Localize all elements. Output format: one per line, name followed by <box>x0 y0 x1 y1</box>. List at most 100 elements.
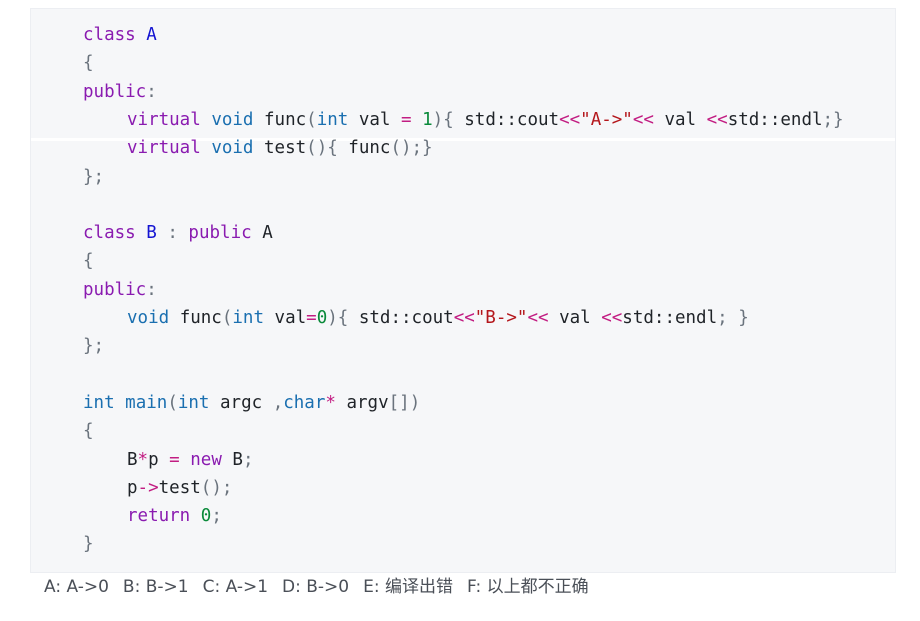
code-token-punct: ){ <box>432 109 454 130</box>
code-token-plain: val <box>264 308 307 328</box>
code-token-plain: p <box>148 449 170 470</box>
code-token-keyword: class <box>83 223 136 244</box>
code-token-plain <box>115 393 126 413</box>
code-token-punct: []) <box>388 392 421 413</box>
code-token-number: 1 <box>422 109 433 130</box>
code-line: public: <box>83 79 157 105</box>
code-token-punct: (){ <box>306 138 338 159</box>
code-token-operator: << <box>453 308 475 328</box>
code-token-plain: func <box>169 308 222 328</box>
code-line: int main(int argc ,char* argv[]) <box>83 390 420 416</box>
code-line: public: <box>83 277 157 303</box>
code-token-string: "A->" <box>580 109 633 130</box>
code-token-plain: argc <box>209 392 273 413</box>
code-token-plain: std::endl <box>727 109 823 130</box>
code-token-plain: argv <box>335 392 389 413</box>
code-line: }; <box>83 164 104 190</box>
code-token-plain: A <box>262 223 273 244</box>
code-token-operator: << <box>559 109 581 130</box>
option-c: C: A->1 <box>202 577 269 597</box>
code-token-punct: : <box>146 279 157 300</box>
code-line: p->test(); <box>127 475 232 501</box>
code-token-plain <box>136 25 147 45</box>
code-token-classname: A <box>146 25 157 45</box>
code-token-string: "B->" <box>474 308 528 328</box>
code-token-keyword: public <box>83 279 147 300</box>
code-token-punct: { <box>83 53 94 74</box>
code-token-plain <box>412 110 423 130</box>
code-token-number: 0 <box>200 506 212 527</box>
code-token-operator: * <box>325 392 336 413</box>
code-token-type: void <box>127 308 170 328</box>
code-token-operator: << <box>601 308 623 328</box>
code-token-plain: std::cout <box>348 308 454 328</box>
code-token-punct: ; <box>211 506 222 527</box>
code-line: virtual void test(){ func();} <box>127 135 433 161</box>
code-block: class A{public:virtual void func(int val… <box>30 8 896 573</box>
code-token-number: 0 <box>316 308 328 328</box>
code-token-punct: { <box>83 251 94 272</box>
code-token-type: char <box>283 392 326 413</box>
code-token-plain: test <box>253 138 307 159</box>
code-block-seam <box>31 138 895 141</box>
code-line: class A <box>83 22 157 48</box>
code-token-punct: }; <box>83 166 105 187</box>
code-token-punct: }; <box>83 336 105 357</box>
code-token-plain: func <box>337 138 391 159</box>
code-token-plain: test <box>158 477 201 498</box>
code-token-type: int <box>232 308 264 328</box>
code-lines: class A{public:virtual void func(int val… <box>31 9 895 572</box>
code-line: }; <box>83 333 104 359</box>
code-token-type: void <box>211 138 254 159</box>
code-token-plain: val <box>348 109 401 130</box>
code-token-plain: B <box>127 449 138 470</box>
code-token-plain <box>157 223 168 243</box>
code-line: { <box>83 248 94 274</box>
code-token-plain: std::cout <box>453 109 560 130</box>
code-token-type: int <box>177 392 210 413</box>
code-token-operator: * <box>137 449 149 470</box>
code-token-operator: -> <box>137 477 159 498</box>
code-token-keyword: virtual <box>127 109 201 130</box>
code-token-plain <box>201 110 212 130</box>
code-line: return 0; <box>127 503 222 529</box>
option-e: E: 编译出错 <box>363 577 453 597</box>
code-token-punct: ();} <box>390 138 433 159</box>
option-f: F: 以上都不正确 <box>467 577 589 597</box>
code-token-keyword: public <box>83 81 147 102</box>
code-token-punct: ( <box>167 392 178 413</box>
code-token-operator: << <box>706 109 728 130</box>
code-token-type: void <box>211 109 254 130</box>
code-token-type: int <box>316 109 349 130</box>
code-token-punct: : <box>146 81 157 102</box>
code-token-punct: ;} <box>822 109 844 130</box>
code-line: { <box>83 50 94 76</box>
code-token-keyword: return <box>127 506 191 527</box>
code-token-keyword: virtual <box>127 138 201 159</box>
code-token-plain: p <box>127 477 138 498</box>
code-token-plain <box>252 223 263 243</box>
code-token-keyword: class <box>83 25 136 45</box>
code-token-keyword: public <box>188 223 252 244</box>
code-token-plain: std::endl <box>622 308 718 328</box>
option-d: D: B->0 <box>282 577 350 597</box>
code-token-punct: , <box>272 392 284 413</box>
code-token-plain <box>190 506 201 526</box>
code-line: void func(int val=0){ std::cout<<"B->"<<… <box>127 305 749 331</box>
code-token-punct: } <box>83 534 94 555</box>
code-token-operator: = <box>401 109 412 130</box>
code-line: class B : public A <box>83 220 273 246</box>
code-token-punct: ){ <box>327 308 349 328</box>
code-token-type: int <box>83 392 115 413</box>
code-token-punct: ( <box>306 109 317 130</box>
code-token-plain: B <box>221 449 243 470</box>
code-token-plain: val <box>548 308 602 328</box>
code-token-keyword: new <box>190 449 222 470</box>
code-token-punct: { <box>83 421 94 442</box>
code-line: B*p = new B; <box>127 447 254 473</box>
code-token-operator: = <box>169 449 180 470</box>
code-token-plain <box>728 308 739 328</box>
code-token-punct: ; <box>717 308 728 328</box>
code-token-classname: B <box>146 223 157 244</box>
